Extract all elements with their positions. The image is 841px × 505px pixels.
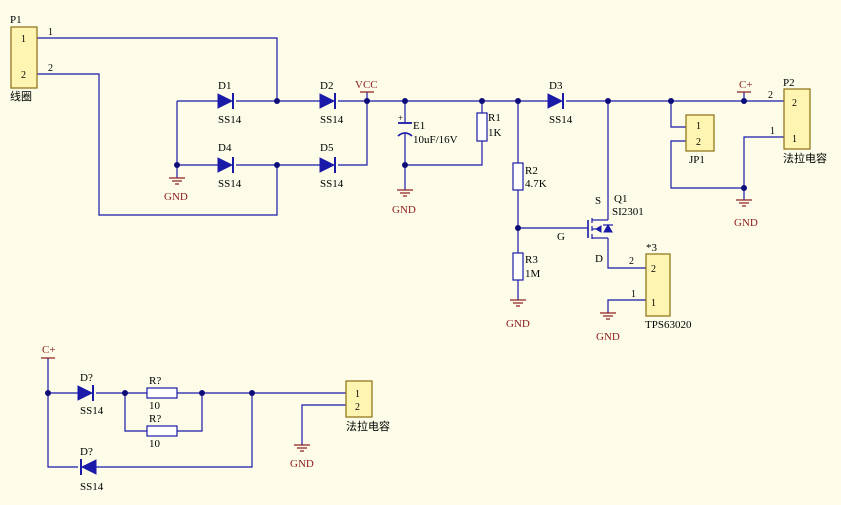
gnd-symbol: GND [734, 199, 758, 229]
gnd-label: GND [164, 191, 188, 203]
connector-p1[interactable]: P1 1 2 1 2 线圈 [10, 14, 53, 103]
diode-dq2[interactable]: D? SS14 [80, 446, 104, 493]
p2-pin1-number: 1 [792, 134, 797, 145]
gnd-symbol: GND [164, 177, 188, 203]
r3-designator: R3 [525, 254, 538, 266]
dq2-comment: SS14 [80, 481, 104, 493]
dq1-designator: D? [80, 372, 93, 384]
u3-pin1-number: 1 [651, 298, 656, 309]
d3-designator: D3 [549, 80, 563, 92]
rq1-designator: R? [149, 375, 161, 387]
rq2-comment: 10 [149, 438, 161, 450]
p2-designator: P2 [783, 77, 795, 89]
resistor-r3[interactable]: R3 1M [512, 252, 541, 281]
cplus-bottom-label: C+ [42, 344, 56, 356]
d2-designator: D2 [320, 80, 333, 92]
q1-comment: SI2301 [612, 206, 644, 218]
diode-d1[interactable]: D1 SS14 [217, 80, 242, 126]
p1-comment: 线圈 [10, 89, 32, 103]
e1-polarity: + [398, 113, 403, 123]
p1-pin1-label: 1 [48, 27, 53, 38]
resistor-r1[interactable]: R1 1K [476, 112, 502, 142]
r1-designator: R1 [488, 112, 501, 124]
gnd-label: GND [596, 331, 620, 343]
d1-comment: SS14 [218, 114, 242, 126]
r2-comment: 4.7K [525, 178, 547, 190]
diode-d2[interactable]: D2 SS14 [319, 80, 344, 126]
connector-p3[interactable]: 1 2 法拉电容 [345, 380, 390, 433]
q1-pin-d: D [595, 253, 603, 265]
cplus-top-label: C+ [739, 79, 753, 91]
jumper-jp1[interactable]: 1 2 JP1 [685, 114, 715, 166]
capacitor-e1[interactable]: + E1 10uF/16V [397, 113, 458, 146]
q1-pin-s: S [595, 195, 601, 207]
dq1-comment: SS14 [80, 405, 104, 417]
p1-pin2-number: 2 [21, 70, 26, 81]
cplus-port-top: C+ [737, 79, 753, 93]
connector-p2[interactable]: P2 2 1 2 1 法拉电容 [768, 77, 827, 165]
d4-designator: D4 [218, 142, 232, 154]
d1-designator: D1 [218, 80, 231, 92]
vcc-label: VCC [355, 79, 378, 91]
junctions [45, 98, 747, 396]
gnd-symbol: GND [596, 312, 620, 343]
vcc-port: VCC [355, 79, 378, 93]
u3-designator: *3 [646, 242, 658, 254]
d2-comment: SS14 [320, 114, 344, 126]
e1-comment: 10uF/16V [413, 134, 458, 146]
p3-pin1-number: 1 [355, 389, 360, 400]
p2-pin1-label: 1 [770, 126, 775, 137]
p3-pin2-number: 2 [355, 402, 360, 413]
gnd-label: GND [290, 458, 314, 470]
wires-bottom [47, 358, 346, 468]
diode-d3[interactable]: D3 SS14 [547, 80, 573, 126]
cplus-port-bottom: C+ [41, 344, 56, 359]
diode-d4[interactable]: D4 SS14 [217, 142, 242, 190]
p2-pin2-number: 2 [792, 98, 797, 109]
p2-pin2-label: 2 [768, 90, 773, 101]
gnd-symbol: GND [392, 189, 416, 216]
r1-comment: 1K [488, 127, 502, 139]
u3-pin2-number: 2 [651, 264, 656, 275]
q1-designator: Q1 [614, 193, 627, 205]
rq1-comment: 10 [149, 400, 161, 412]
p2-comment: 法拉电容 [783, 151, 827, 165]
resistor-rq2[interactable]: R? 10 [146, 413, 178, 450]
u3-comment: TPS63020 [645, 319, 692, 331]
p1-pin2-label: 2 [48, 63, 53, 74]
mosfet-q1[interactable]: S G D Q1 SI2301 [557, 193, 644, 265]
gnd-label: GND [506, 318, 530, 330]
p3-comment: 法拉电容 [346, 419, 390, 433]
r2-designator: R2 [525, 165, 538, 177]
p1-designator: P1 [10, 14, 22, 26]
p1-pin1-number: 1 [21, 34, 26, 45]
d3-comment: SS14 [549, 114, 573, 126]
rq2-designator: R? [149, 413, 161, 425]
gnd-symbol: GND [506, 299, 530, 330]
jp1-pin1-number: 1 [696, 121, 701, 132]
resistor-r2[interactable]: R2 4.7K [512, 162, 547, 191]
diode-dq1[interactable]: D? SS14 [77, 372, 104, 417]
gnd-label: GND [734, 217, 758, 229]
gnd-label: GND [392, 204, 416, 216]
r3-comment: 1M [525, 268, 541, 280]
wires-top [37, 37, 784, 313]
dq2-designator: D? [80, 446, 93, 458]
resistor-rq1[interactable]: R? 10 [146, 375, 178, 412]
diode-d5[interactable]: D5 SS14 [319, 142, 344, 190]
u3-pin1-label: 1 [631, 289, 636, 300]
u3-pin2-label: 2 [629, 256, 634, 267]
d4-comment: SS14 [218, 178, 242, 190]
d5-designator: D5 [320, 142, 334, 154]
d5-comment: SS14 [320, 178, 344, 190]
q1-pin-g: G [557, 231, 565, 243]
gnd-symbol: GND [290, 444, 314, 470]
module-tps63020[interactable]: *3 2 1 2 1 TPS63020 [629, 242, 692, 331]
e1-designator: E1 [413, 120, 425, 132]
jp1-pin2-number: 2 [696, 137, 701, 148]
jp1-designator: JP1 [689, 154, 705, 166]
